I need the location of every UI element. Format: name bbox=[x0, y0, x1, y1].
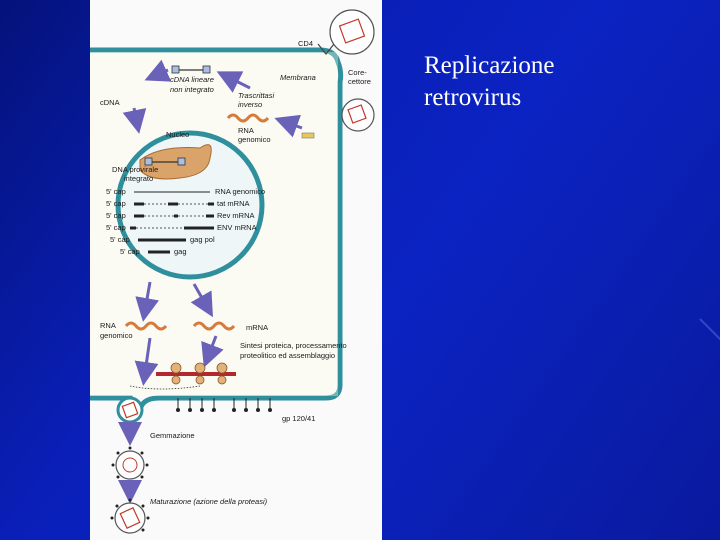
label-maturation: Maturazione (azione della proteasi) bbox=[150, 497, 268, 506]
retrovirus-diagram: CD4 Core- cettore Membrana cDNA lineare … bbox=[90, 9, 375, 534]
cytoplasmic-mrna bbox=[192, 321, 236, 331]
capsid-fragment bbox=[301, 132, 315, 139]
gp120-41-spikes bbox=[176, 398, 272, 412]
label-cdna: cDNA bbox=[100, 98, 120, 107]
label-cdna-linear-2: non integrato bbox=[170, 85, 214, 94]
transcript-cap: 5' cap bbox=[106, 223, 126, 232]
budding-virion bbox=[116, 396, 144, 424]
virion-fused bbox=[341, 98, 375, 132]
virion-entering bbox=[329, 9, 375, 55]
mature-virion bbox=[110, 498, 150, 534]
immature-virion bbox=[111, 446, 149, 484]
label-rna-genomic-out-1: RNA bbox=[100, 321, 116, 330]
label-coreceptor-2: cettore bbox=[348, 77, 371, 86]
transcript-name: RNA genomico bbox=[215, 187, 265, 196]
arrow-to-nucleus bbox=[122, 107, 147, 134]
label-synthesis-1: Sintesi proteica, processamento bbox=[240, 341, 347, 350]
label-synthesis-2: proteolitico ed assemblaggio bbox=[240, 351, 335, 360]
transcript-name: Rev mRNA bbox=[217, 211, 255, 220]
arrow-export-rna bbox=[135, 281, 159, 322]
label-rt-1: Trascrittasi bbox=[238, 91, 274, 100]
label-rt-2: inverso bbox=[238, 100, 262, 109]
label-budding: Gemmazione bbox=[150, 431, 195, 440]
label-rna-genomic-out-2: genomico bbox=[100, 331, 133, 340]
transcript-cap: 5' cap bbox=[110, 235, 130, 244]
transcript-cap: 5' cap bbox=[106, 199, 126, 208]
transcript-cap: 5' cap bbox=[120, 247, 140, 256]
arrow-translation bbox=[201, 335, 224, 368]
transcript-name: gag bbox=[174, 247, 187, 256]
transcript-cap: 5' cap bbox=[106, 211, 126, 220]
label-mrna: mRNA bbox=[246, 323, 268, 332]
cytoplasmic-genomic-rna bbox=[124, 321, 168, 331]
integrated-provirus bbox=[144, 157, 186, 166]
genomic-rna-strand bbox=[226, 113, 270, 123]
arrow-uncoating bbox=[274, 114, 303, 138]
label-provirus-2: integrato bbox=[124, 174, 153, 183]
transcript-name: tat mRNA bbox=[217, 199, 250, 208]
label-rna-genomic-1: RNA bbox=[238, 126, 254, 135]
transcript-list: 5' cap RNA genomico 5' cap tat mRNA 5' c… bbox=[106, 187, 265, 256]
arrow-to-cdna bbox=[144, 59, 172, 82]
transcript-name: ENV mRNA bbox=[217, 223, 257, 232]
arrow-reverse-transcription bbox=[216, 71, 251, 93]
slide-title-line1: Replicazione bbox=[424, 52, 555, 79]
transcript-name: gag pol bbox=[190, 235, 215, 244]
cell-membrane bbox=[90, 47, 344, 408]
label-nucleus: Nucleo bbox=[166, 130, 189, 139]
label-coreceptor-1: Core- bbox=[348, 68, 367, 77]
label-rna-genomic-2: genomico bbox=[238, 135, 271, 144]
transcript-cap: 5' cap bbox=[106, 187, 126, 196]
arrow-rna-assembly bbox=[134, 337, 159, 386]
arrow-export-mrna bbox=[190, 283, 213, 318]
slide-title: Replicazione retrovirus bbox=[424, 50, 684, 114]
label-cdna-linear-1: cDNA lineare bbox=[170, 75, 214, 84]
slide-title-line2: retrovirus bbox=[424, 84, 522, 111]
polysome bbox=[156, 362, 236, 385]
label-cd4: CD4 bbox=[298, 39, 313, 48]
label-gp: gp 120/41 bbox=[282, 414, 315, 423]
polyprotein bbox=[129, 385, 201, 390]
label-provirus-1: DNA provirale bbox=[112, 165, 158, 174]
label-membrane: Membrana bbox=[280, 73, 316, 82]
linear-cdna bbox=[171, 65, 211, 74]
diagram-panel: CD4 Core- cettore Membrana cDNA lineare … bbox=[90, 0, 382, 540]
cd4-receptor bbox=[317, 43, 335, 55]
